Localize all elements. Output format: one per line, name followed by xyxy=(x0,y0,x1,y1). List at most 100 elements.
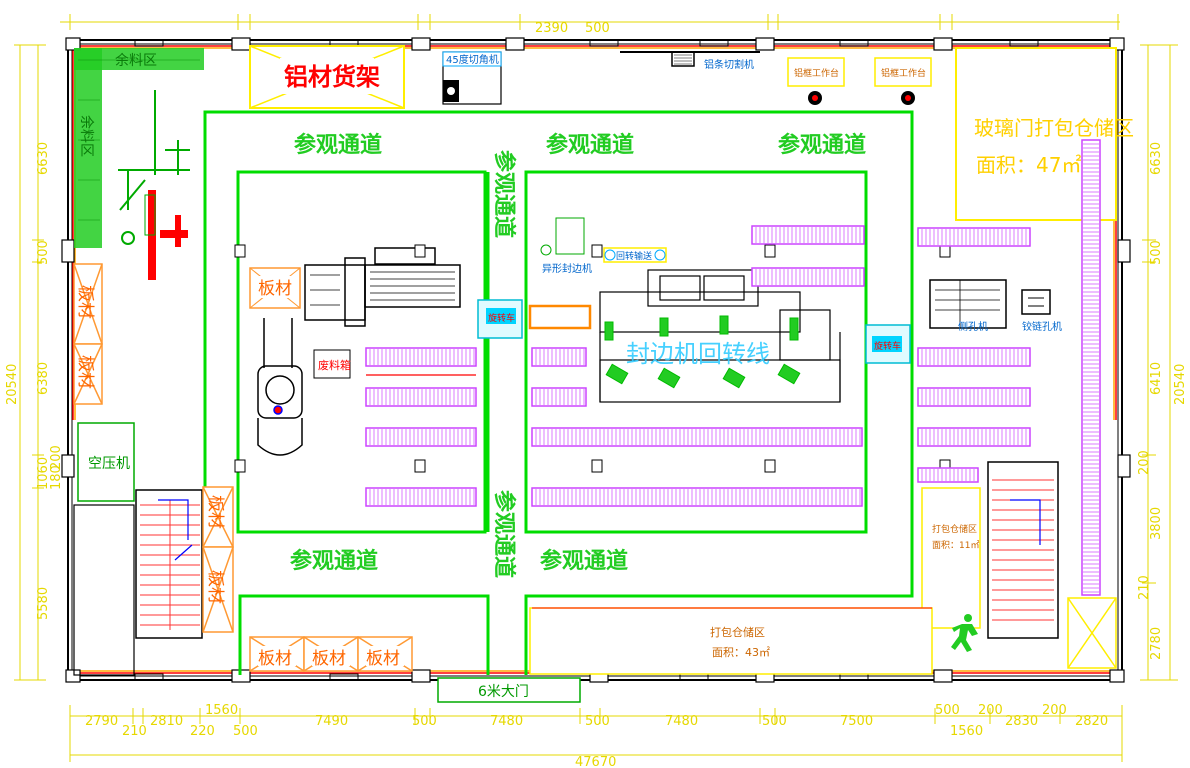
roller-conveyor xyxy=(531,387,587,407)
dim-label: 200 xyxy=(1042,703,1067,718)
glass-pack-storage: 玻璃门打包仓储区 面积：47㎡ xyxy=(955,47,1134,221)
dim-label: 500 xyxy=(1149,240,1164,265)
board-stacks-bottom xyxy=(249,636,413,672)
main-gate: 6米大门 xyxy=(437,677,581,703)
transfer-cart-right: 旋转车 xyxy=(865,324,911,364)
visitor-path-label: 参观通道 xyxy=(294,132,382,158)
board-stacks-mid-left xyxy=(202,486,234,633)
dim-label: 7490 xyxy=(315,714,348,729)
forklift xyxy=(257,318,303,456)
right-vertical-conveyor xyxy=(1081,139,1101,596)
dim-label: 6380 xyxy=(36,362,51,395)
leftover-label: 余料区 xyxy=(115,52,157,69)
board-stacks-left xyxy=(73,263,103,405)
dim-label: 1060 xyxy=(36,457,51,490)
return-conveyor-label-box: 回转输送 xyxy=(603,247,667,263)
conveyors-mid-cell xyxy=(531,225,865,507)
dim-label: 3800 xyxy=(1149,507,1164,540)
gate-label: 6米大门 xyxy=(478,684,529,700)
pack-store-small-label: 打包仓储区 xyxy=(932,523,977,535)
top-dimension-line xyxy=(60,14,1120,30)
glass-pack-title: 玻璃门打包仓储区 xyxy=(974,116,1134,140)
panel-saw xyxy=(304,247,461,327)
right-staircase xyxy=(987,461,1059,639)
visitor-path-label: 参观通道 xyxy=(290,548,378,574)
profile-edge-label: 异形封边机 xyxy=(542,262,592,275)
roller-conveyor xyxy=(531,487,863,507)
board-label: 板材 xyxy=(205,495,225,529)
side-drill: 侧孔机 xyxy=(929,279,1007,333)
roller-conveyor xyxy=(917,427,1031,447)
bottom-dim-labels: 2790 210 2810 220 1560 500 7490 500 7480… xyxy=(85,703,1108,739)
dim-label: 2830 xyxy=(1005,714,1038,729)
dim-label: 6410 xyxy=(1149,362,1164,395)
edge-bander-machine xyxy=(528,269,841,403)
dim-label: 6630 xyxy=(1149,142,1164,175)
left-dim-labels: 6630 500 6380 20540 1060 200 180 5580 xyxy=(5,142,64,620)
dim-label: 1560 xyxy=(950,724,983,739)
hinge-drill: 铰链孔机 xyxy=(1021,289,1062,333)
strip-saw: 铝条切割机 xyxy=(620,51,760,71)
right-dimension-lines xyxy=(1140,44,1178,681)
dim-label: 5580 xyxy=(36,587,51,620)
pack-store-bottom: 打包仓储区 面积：43㎡ xyxy=(529,607,933,675)
edge-return-line-label: 封边机回转线 xyxy=(626,340,770,368)
transfer-cart-label: 旋转车 xyxy=(488,312,515,324)
visitor-path-label: 参观通道 xyxy=(778,132,866,158)
dim-label: 210 xyxy=(122,724,147,739)
left-staircase xyxy=(135,489,203,639)
lower-left-room xyxy=(73,504,135,676)
dim-label: 20540 xyxy=(1173,364,1188,405)
board-stack-cell: 板材 xyxy=(249,267,301,309)
dim-label: 500 xyxy=(935,703,960,718)
dim-label: 500 xyxy=(762,714,787,729)
roller-conveyor xyxy=(917,227,1031,247)
right-bottom-pallet xyxy=(1067,597,1117,669)
board-label: 板材 xyxy=(75,285,95,319)
visitor-path-labels: 参观通道 参观通道 参观通道 参观通道 参观通道 参观通道 参观通道 xyxy=(290,132,866,578)
roller-conveyor xyxy=(917,387,1031,407)
transfer-cart-label: 旋转车 xyxy=(874,340,901,352)
right-dim-labels: 6630 500 6410 20540 200 3800 210 2780 xyxy=(1137,142,1188,660)
waste-bin-label: 废料箱 xyxy=(318,358,351,372)
dim-label: 7480 xyxy=(490,714,523,729)
visitor-path-label-vertical: 参观通道 xyxy=(491,150,517,238)
dim-label: 500 xyxy=(36,240,51,265)
visitor-path-label: 参观通道 xyxy=(546,132,634,158)
dim-label: 500 xyxy=(412,714,437,729)
return-conveyor-label: 回转输送 xyxy=(616,250,652,262)
transfer-cart-left: 旋转车 xyxy=(477,299,523,339)
aluminum-rack: 铝材货架 xyxy=(249,45,405,109)
dim-label: 200 xyxy=(978,703,1003,718)
saw-machine xyxy=(118,90,190,245)
top-dim-a: 2390 xyxy=(535,21,568,36)
windows-top xyxy=(134,39,1039,681)
roller-conveyor xyxy=(365,387,477,407)
conveyors-left-cell xyxy=(365,347,477,507)
top-dim-b: 500 xyxy=(585,21,610,36)
dim-label: 220 xyxy=(190,724,215,739)
roller-conveyor xyxy=(917,347,1031,367)
dim-label: 7480 xyxy=(665,714,698,729)
dim-label: 2780 xyxy=(1149,627,1164,660)
pillars xyxy=(234,244,951,473)
workbench-1: 铝框工作台 xyxy=(787,57,845,105)
roller-conveyor xyxy=(365,487,477,507)
side-drill-label: 侧孔机 xyxy=(958,320,988,333)
wall-columns xyxy=(61,37,1131,683)
visitor-path-lines xyxy=(203,110,914,675)
dim-label: 500 xyxy=(585,714,610,729)
conveyors-right xyxy=(917,227,1031,483)
pack-store-small-area: 面积：11㎡ xyxy=(932,539,979,551)
visitor-path-label-vertical: 参观通道 xyxy=(491,490,517,578)
dim-label: 2790 xyxy=(85,714,118,729)
roller-conveyor xyxy=(365,427,477,447)
profile-edge-bander: 异形封边机 xyxy=(540,217,592,275)
roller-conveyor xyxy=(531,427,863,447)
dim-label: 1560 xyxy=(205,703,238,718)
dim-label: 200 xyxy=(1137,450,1152,475)
roller-conveyor xyxy=(365,347,477,367)
exit-running-man-icon xyxy=(951,614,978,652)
red-machine xyxy=(144,190,188,280)
dim-label: 2820 xyxy=(1075,714,1108,729)
